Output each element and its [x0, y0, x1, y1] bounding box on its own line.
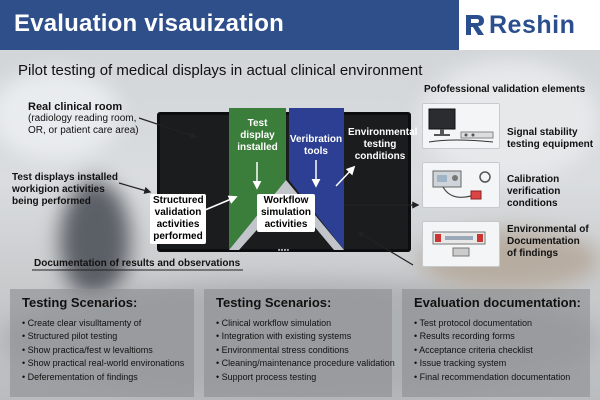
professional-elements-heading: Pofofessional validation elements — [424, 84, 586, 95]
monitor-icon — [428, 108, 494, 143]
arrow-installed-pointer — [118, 182, 152, 194]
light-meter-icon — [432, 231, 486, 257]
installed-displays-label: Test displays installed workigion activi… — [12, 172, 118, 207]
list-item: Cleaning/maintenance procedure validatio… — [216, 357, 395, 370]
list-item: Show practica/fest w levaltioms — [22, 344, 184, 357]
subtitle: Pilot testing of medical displays in act… — [18, 62, 423, 79]
brand-logo: Reshin — [459, 0, 600, 50]
environmental-thumbnail — [422, 221, 500, 267]
page-title: Evaluation visauization — [14, 10, 284, 37]
environmental-testing-label: Environmental testing conditions — [348, 127, 418, 162]
structured-validation-label: Structured validation activities perform… — [150, 194, 206, 244]
header-bar: Evaluation visauization Reshin — [0, 0, 600, 50]
list-item: Support process testing — [216, 371, 395, 384]
test-display-label: Test display installed — [237, 118, 278, 153]
calibration-device-icon — [432, 170, 491, 200]
workflow-simulation-label: Workflow simulation activities — [257, 194, 315, 232]
list-item: Results recording forms — [414, 330, 570, 343]
testing-scenarios-panel-1: Testing Scenarios: Create clear visullta… — [10, 289, 194, 397]
logo-text: Reshin — [489, 10, 576, 39]
list-item: Integration with existing systems — [216, 330, 395, 343]
panel-title: Testing Scenarios: — [22, 295, 138, 310]
list-item: Environmental stress conditions — [216, 344, 395, 357]
clinical-room-label: Real clinical room (radiology reading ro… — [28, 101, 139, 136]
panel-list: Test protocol documentation Results reco… — [414, 317, 570, 384]
list-item: Issue tracking system — [414, 357, 570, 370]
list-item: Show practical real-world environations — [22, 357, 185, 370]
list-item: Final recommendation documentation — [414, 371, 571, 384]
calibration-thumbnail — [422, 162, 500, 208]
monitor-brand-mark: ■■■■ — [278, 247, 290, 252]
list-item: Structured pilot testing — [22, 330, 184, 343]
evaluation-documentation-panel: Evaluation documentation: Test protocol … — [402, 289, 590, 397]
list-item: Deferementation of findings — [22, 371, 184, 384]
environmental-findings-label: Environmental of Documentation of findin… — [507, 224, 589, 259]
arrow-room-pointer — [138, 117, 198, 139]
panel-title: Evaluation documentation: — [414, 295, 581, 310]
arrow-to-environmental — [335, 165, 356, 187]
documentation-caption: Documentation of results and observation… — [34, 258, 241, 269]
arrow-findings-pointer — [356, 231, 414, 266]
panel-list: Clinical workflow simulation Integration… — [216, 317, 395, 384]
testing-scenarios-panel-2: Testing Scenarios: Clinical workflow sim… — [204, 289, 395, 397]
arrow-structured-up — [204, 195, 238, 211]
calibration-label: Calibration verification conditions — [507, 174, 561, 209]
panel-title: Testing Scenarios: — [216, 295, 332, 310]
reshin-logo-icon — [466, 15, 484, 35]
list-item: Test protocol documentation — [414, 317, 570, 330]
signal-stability-thumbnail — [422, 103, 500, 149]
signal-stability-label: Signal stability testing equipment — [507, 127, 594, 150]
list-item: Create clear visulltamenty of — [22, 317, 184, 330]
panel-list: Create clear visulltamenty of Structured… — [22, 317, 185, 384]
list-item: Acceptance criteria checklist — [414, 344, 570, 357]
verification-tools-label: Veribration tools — [289, 134, 343, 157]
list-item: Clinical workflow simulation — [216, 317, 395, 330]
